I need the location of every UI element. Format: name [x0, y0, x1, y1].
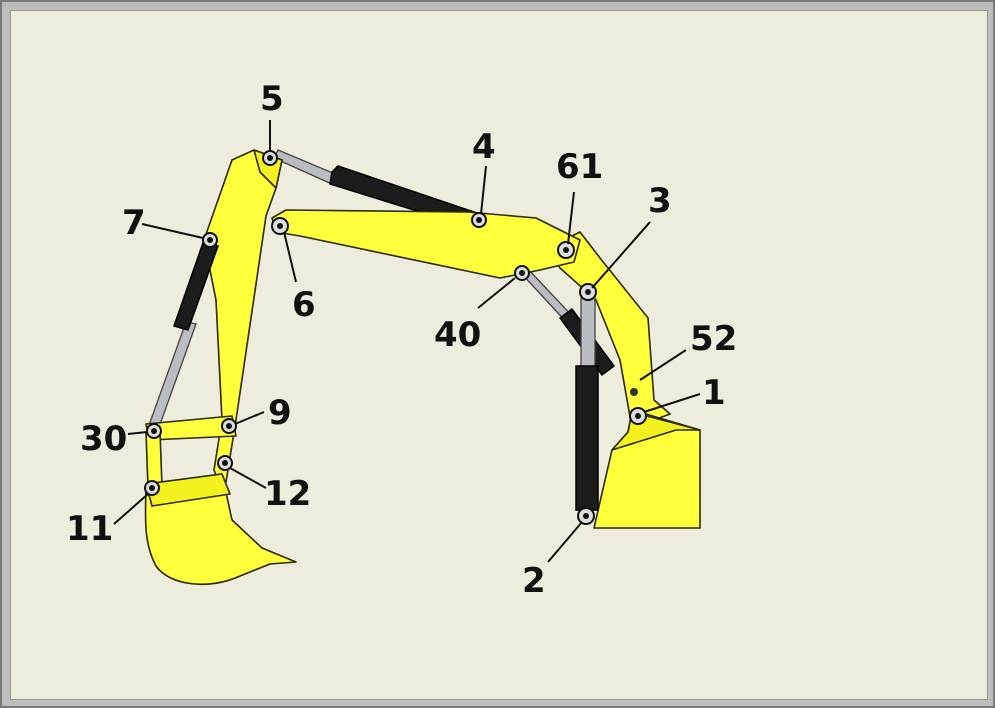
pins — [144, 150, 647, 525]
label-9: 9 — [268, 393, 292, 433]
pin-30 — [146, 423, 162, 439]
label-3: 3 — [648, 181, 672, 221]
label-30: 30 — [80, 419, 127, 459]
label-1: 1 — [702, 373, 726, 413]
bucket-linkage — [145, 415, 237, 489]
pin-5 — [262, 150, 278, 166]
labels: 5 4 61 3 7 6 40 52 1 9 30 12 11 2 — [66, 79, 737, 601]
label-4: 4 — [472, 127, 496, 167]
diagram-canvas — [10, 10, 988, 700]
label-6: 6 — [292, 285, 316, 325]
label-40: 40 — [434, 315, 481, 355]
pin-2 — [577, 507, 595, 525]
bucket — [144, 473, 297, 586]
pin-12 — [217, 455, 233, 471]
pin-4 — [471, 212, 487, 228]
label-2: 2 — [522, 561, 546, 601]
base-mount — [593, 409, 701, 529]
pin-40 — [514, 265, 530, 281]
label-11: 11 — [66, 509, 113, 549]
pin-9 — [221, 418, 237, 434]
pin-7 — [202, 232, 218, 248]
boom-arm — [271, 209, 581, 279]
label-52: 52 — [690, 319, 737, 359]
lift-cylinder — [575, 297, 599, 511]
pin-52 — [630, 388, 638, 396]
pin-6 — [271, 217, 289, 235]
pin-61 — [557, 241, 575, 259]
label-7: 7 — [122, 203, 146, 243]
bucket-cylinder — [147, 238, 219, 431]
pin-11 — [144, 480, 160, 496]
pin-1 — [629, 407, 647, 425]
label-5: 5 — [260, 79, 284, 119]
label-61: 61 — [556, 147, 603, 187]
label-12: 12 — [264, 474, 311, 514]
leader-lines — [113, 120, 701, 563]
